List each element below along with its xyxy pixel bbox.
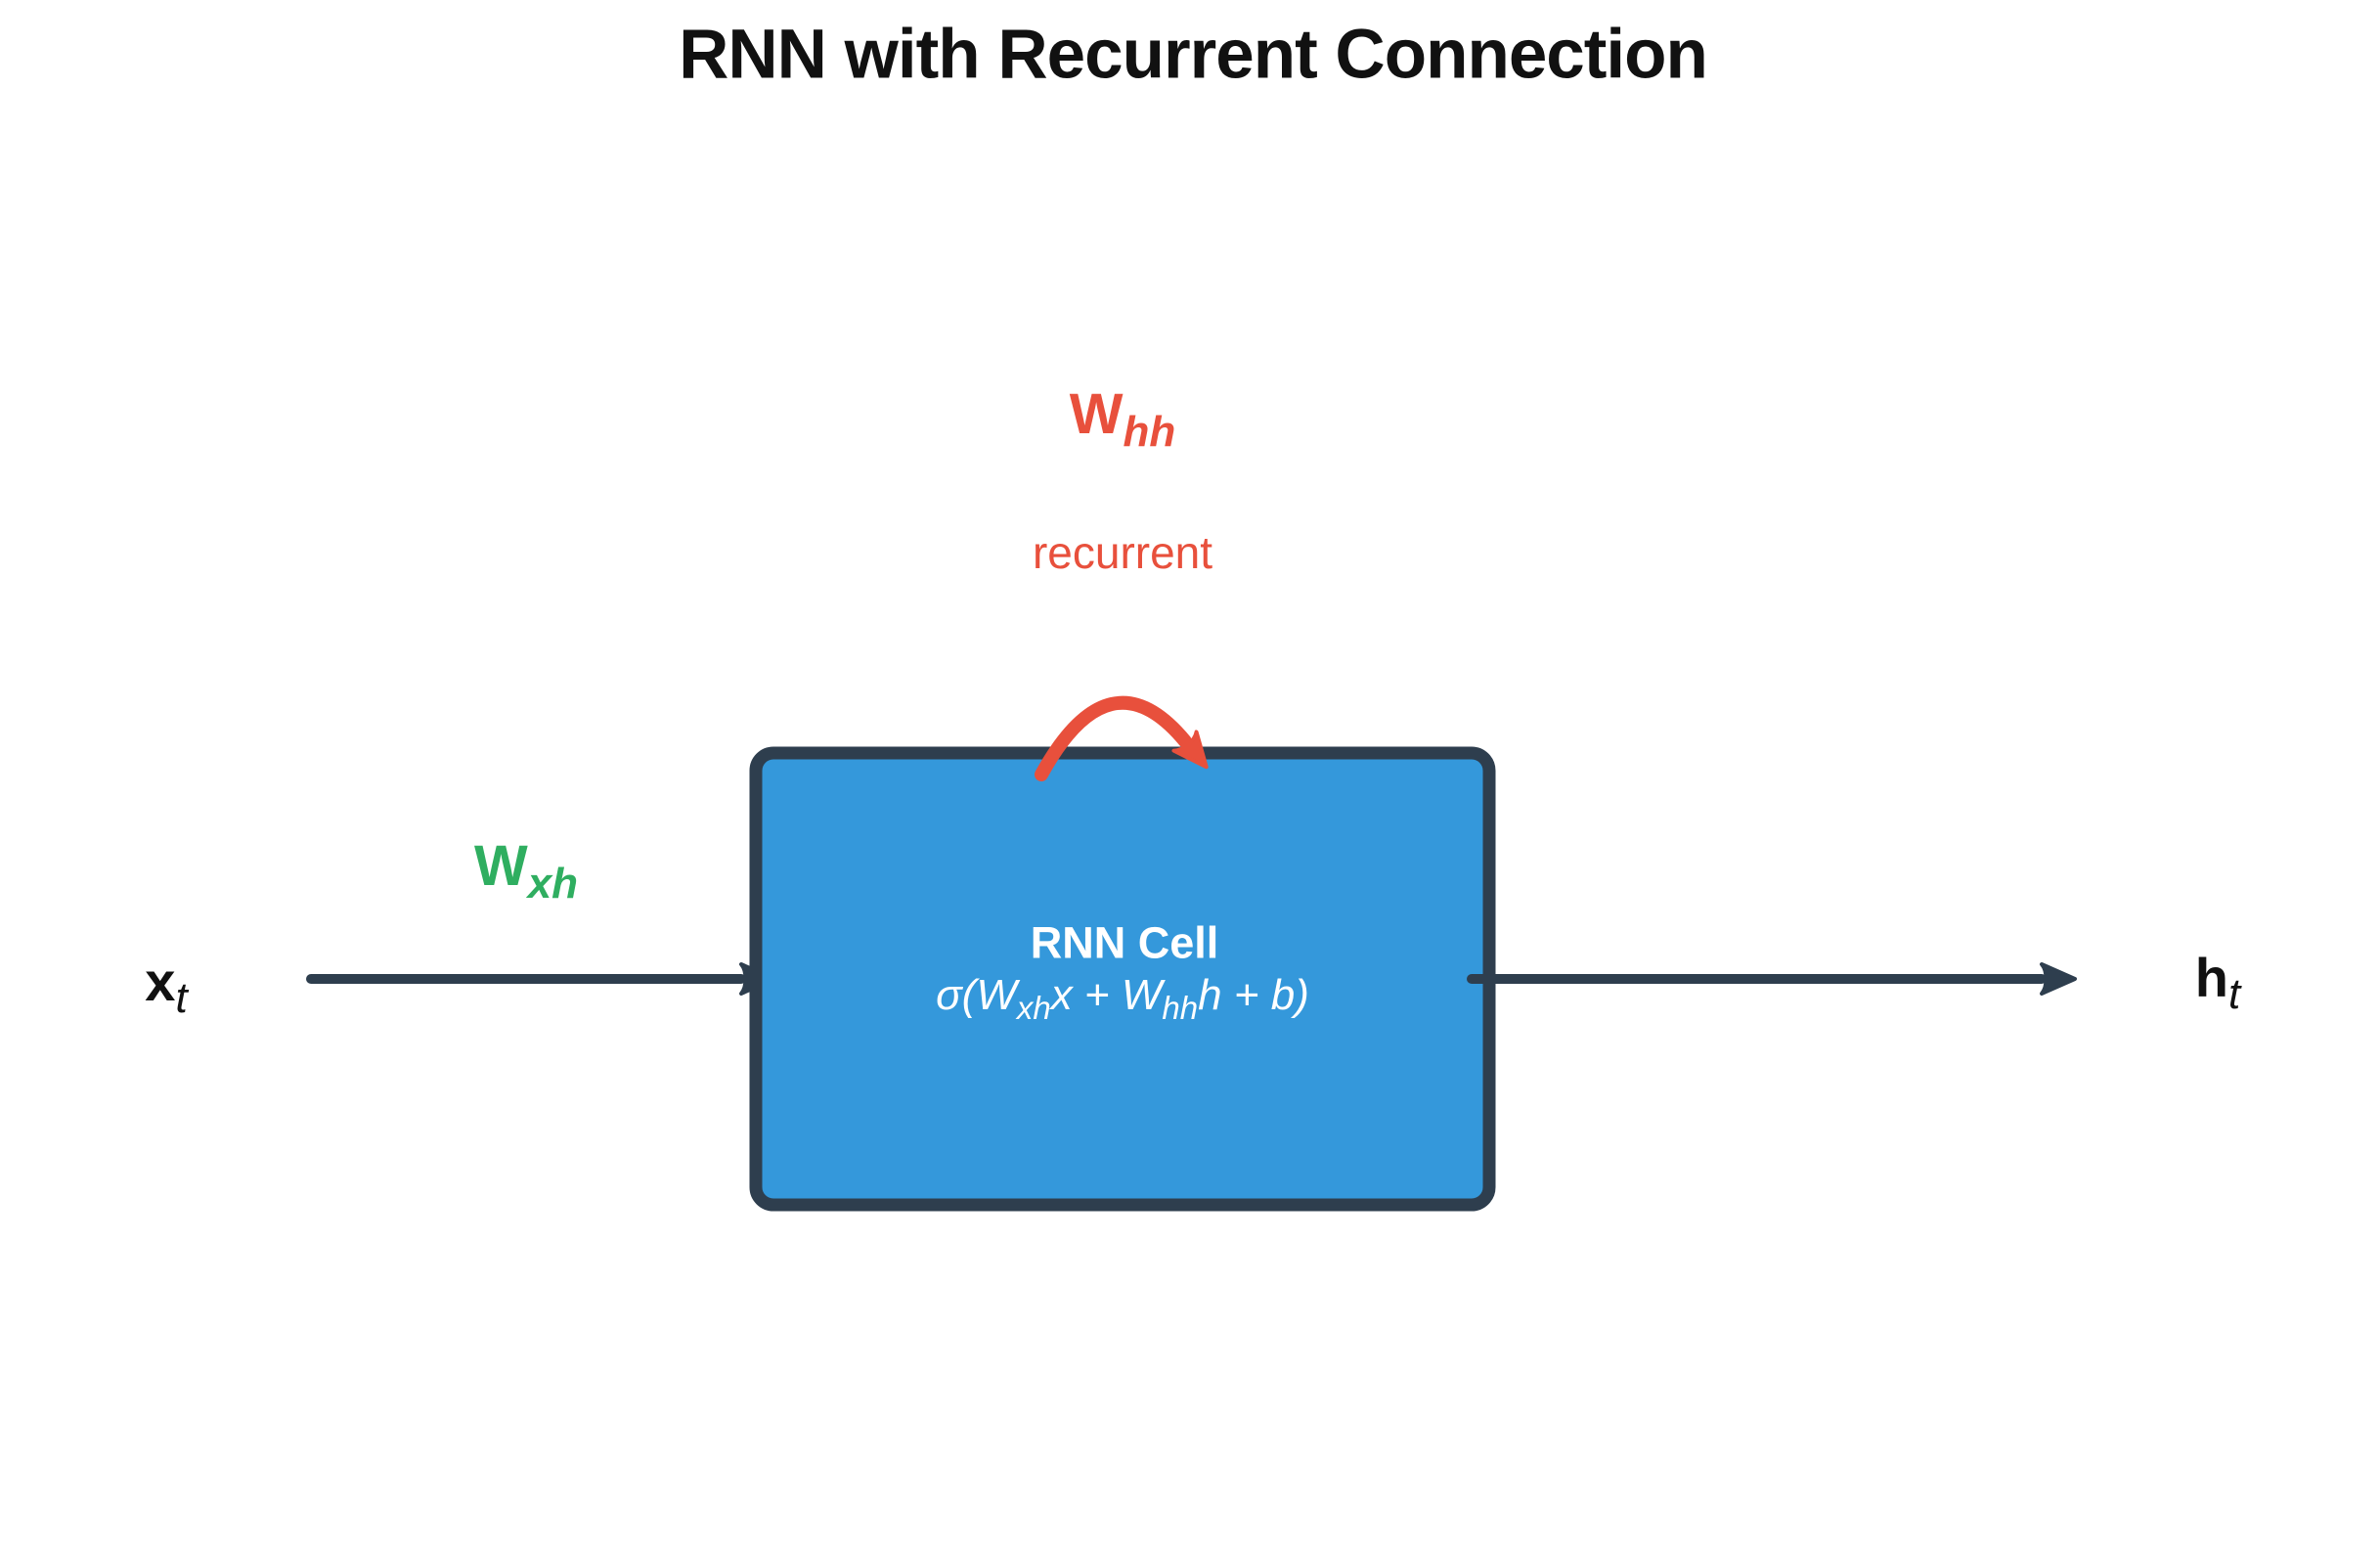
formula-part: σ(W	[936, 971, 1017, 1019]
input-variable-subscript: t	[175, 974, 188, 1022]
recurrent-weight-base: W	[1069, 382, 1124, 446]
input-variable-base: x	[145, 951, 176, 1012]
recurrent-text-label: recurrent	[1032, 527, 1213, 578]
formula-subscript-hh: hh	[1162, 990, 1199, 1026]
formula-part: x + W	[1050, 971, 1163, 1019]
diagram-title: RNN with Recurrent Connection	[679, 16, 1708, 94]
recurrent-weight-subscript: hh	[1123, 408, 1176, 456]
input-weight-subscript: xh	[527, 860, 579, 908]
rnn-cell-title: RNN Cell	[1030, 917, 1219, 968]
recurrent-loop-arrow	[1035, 695, 1209, 781]
input-weight-label: Wxh	[474, 838, 578, 906]
output-variable-subscript: t	[2227, 970, 2241, 1018]
formula-subscript-xh: xh	[1016, 990, 1051, 1026]
formula-part: h + b)	[1198, 971, 1309, 1019]
rnn-cell-formula: σ(Wxhx + Whhh + b)	[936, 971, 1309, 1025]
recurrent-weight-label: Whh	[1070, 386, 1176, 454]
input-variable-label: xt	[145, 951, 187, 1020]
input-weight-base: W	[473, 834, 528, 898]
output-variable-label: ht	[2195, 951, 2240, 1016]
output-variable-base: h	[2194, 947, 2228, 1008]
